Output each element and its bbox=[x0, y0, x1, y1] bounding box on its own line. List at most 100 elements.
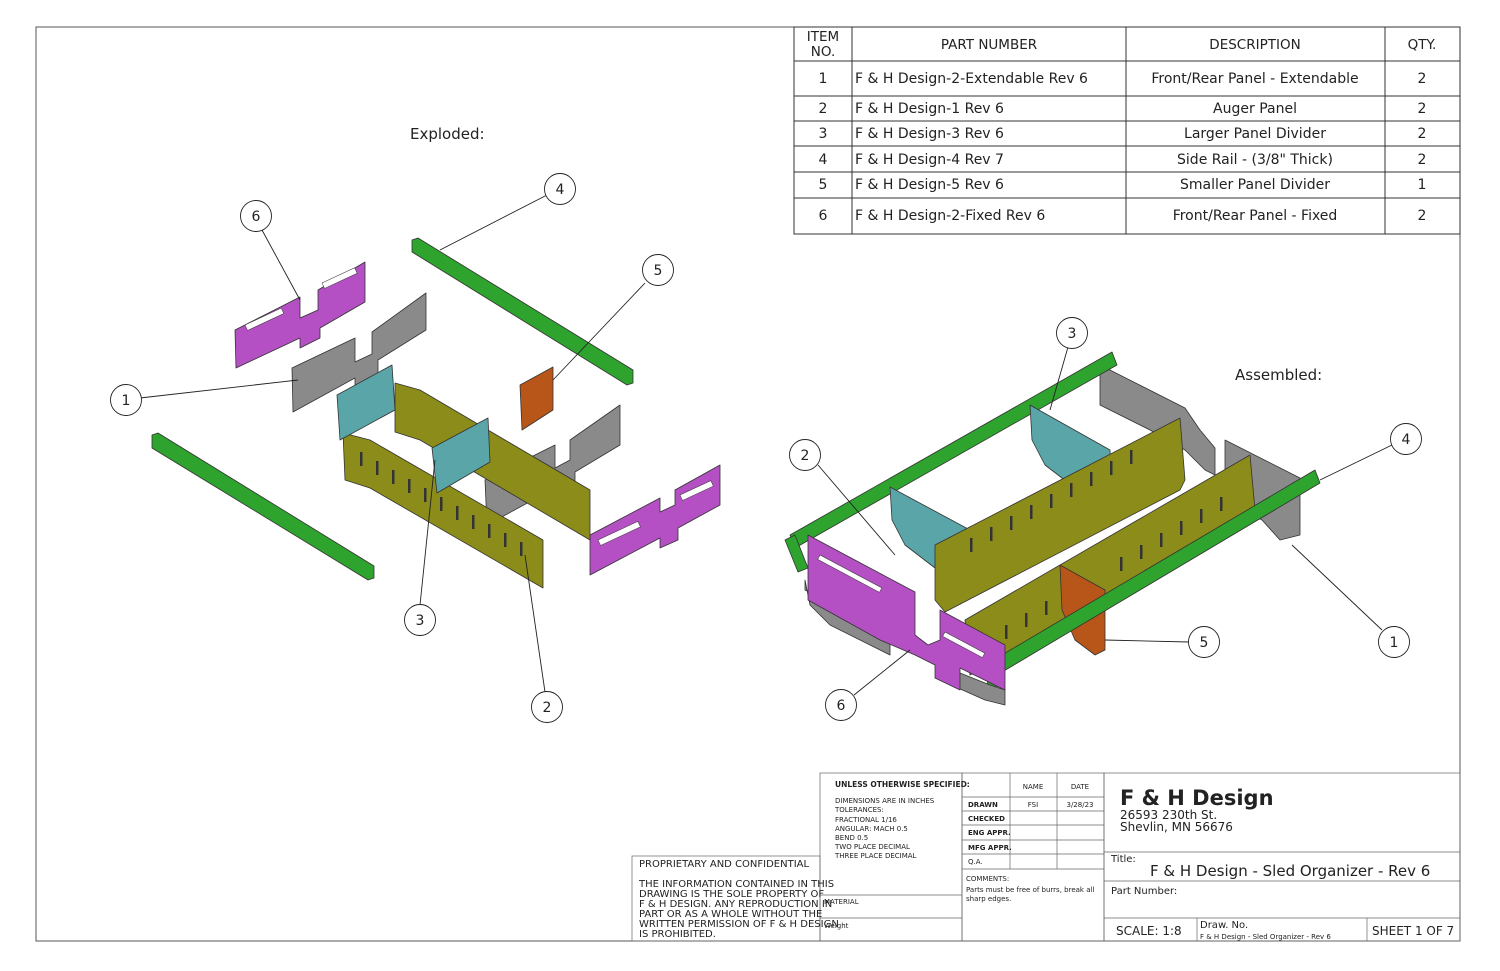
auger-slots bbox=[970, 450, 1223, 639]
part-number-label: Part Number: bbox=[1111, 886, 1177, 897]
proprietary-line: IS PROHIBITED. bbox=[639, 929, 716, 940]
svg-text:Auger Panel: Auger Panel bbox=[1213, 101, 1297, 117]
svg-text:F & H Design-4 Rev 7: F & H Design-4 Rev 7 bbox=[855, 152, 1004, 168]
approval-name: FSI bbox=[1028, 801, 1038, 809]
proprietary-line: F & H DESIGN. ANY REPRODUCTION IN bbox=[639, 899, 832, 910]
fixed-panel-part bbox=[807, 534, 1006, 691]
svg-text:Larger Panel Divider: Larger Panel Divider bbox=[1184, 126, 1326, 142]
svg-text:3: 3 bbox=[819, 126, 828, 142]
bom-row: 4 F & H Design-4 Rev 7 Side Rail - (3/8"… bbox=[819, 152, 1427, 168]
bom-header-qty: QTY. bbox=[1408, 37, 1437, 53]
auger-panel-part bbox=[394, 382, 591, 541]
small-divider-part bbox=[519, 366, 554, 431]
svg-text:4: 4 bbox=[819, 152, 828, 168]
auger-panel-part bbox=[934, 417, 1186, 613]
svg-text:2: 2 bbox=[1418, 71, 1427, 87]
balloons bbox=[110, 173, 1422, 723]
balloon-label: 3 bbox=[1068, 326, 1077, 342]
company-address: 26593 230th St. bbox=[1120, 808, 1217, 822]
bom-header-item-no: NO. bbox=[811, 44, 835, 60]
approval-role: MFG APPR. bbox=[968, 844, 1012, 852]
name-header: NAME bbox=[1023, 783, 1044, 791]
bom-table: ITEM NO. PART NUMBER DESCRIPTION QTY. 1 … bbox=[793, 26, 1461, 235]
assembled-view-label: Assembled: bbox=[1235, 366, 1322, 384]
company-name: F & H Design bbox=[1120, 786, 1274, 810]
proprietary-line: WRITTEN PERMISSION OF F & H DESIGN bbox=[639, 919, 839, 930]
tolerance-line: THREE PLACE DECIMAL bbox=[834, 852, 917, 860]
balloon-label: 2 bbox=[801, 448, 810, 464]
svg-text:2: 2 bbox=[1418, 208, 1427, 224]
approval-date: 3/28/23 bbox=[1067, 801, 1094, 809]
svg-text:Front/Rear Panel - Fixed: Front/Rear Panel - Fixed bbox=[1173, 208, 1338, 224]
bom-header-item: ITEM bbox=[807, 29, 839, 45]
svg-text:Smaller Panel Divider: Smaller Panel Divider bbox=[1180, 177, 1330, 193]
balloon-labels: 6 4 5 1 3 2 3 2 4 5 1 6 bbox=[122, 182, 1411, 716]
svg-text:2: 2 bbox=[1418, 101, 1427, 117]
bom-row: 2 F & H Design-1 Rev 6 Auger Panel 2 bbox=[819, 101, 1427, 117]
balloon-label: 5 bbox=[654, 263, 663, 279]
exploded-view-label: Exploded: bbox=[410, 125, 485, 143]
unless-specified: UNLESS OTHERWISE SPECIFIED: bbox=[835, 780, 970, 789]
svg-text:F & H Design-5 Rev 6: F & H Design-5 Rev 6 bbox=[855, 177, 1004, 193]
drawing-title: F & H Design - Sled Organizer - Rev 6 bbox=[1150, 862, 1430, 880]
svg-text:1: 1 bbox=[1418, 177, 1427, 193]
balloon-label: 6 bbox=[252, 209, 261, 225]
scale-text: SCALE: 1:8 bbox=[1116, 924, 1182, 938]
tolerance-line: ANGULAR: MACH 0.5 bbox=[835, 825, 908, 833]
bom-row: 1 F & H Design-2-Extendable Rev 6 Front/… bbox=[819, 71, 1427, 87]
svg-text:F & H Design-1 Rev 6: F & H Design-1 Rev 6 bbox=[855, 101, 1004, 117]
side-rail-part bbox=[411, 237, 634, 386]
proprietary-line: DRAWING IS THE SOLE PROPERTY OF bbox=[639, 889, 824, 900]
svg-text:2: 2 bbox=[819, 101, 828, 117]
bom-row: 6 F & H Design-2-Fixed Rev 6 Front/Rear … bbox=[819, 208, 1427, 224]
extendable-panel-part bbox=[291, 292, 427, 413]
approval-role: Q.A. bbox=[968, 858, 983, 866]
tolerance-line: FRACTIONAL 1/16 bbox=[835, 816, 897, 824]
weight-label: Weight bbox=[824, 922, 849, 930]
date-header: DATE bbox=[1071, 783, 1089, 791]
tolerance-line: DIMENSIONS ARE IN INCHES bbox=[835, 797, 935, 805]
company-address: Shevlin, MN 56676 bbox=[1120, 820, 1233, 834]
svg-text:Front/Rear Panel - Extendable: Front/Rear Panel - Extendable bbox=[1151, 71, 1358, 87]
svg-text:2: 2 bbox=[1418, 152, 1427, 168]
svg-text:F & H Design-2-Fixed Rev 6: F & H Design-2-Fixed Rev 6 bbox=[855, 208, 1045, 224]
draw-no-label: Draw. No. bbox=[1200, 920, 1248, 931]
title-block: PROPRIETARY AND CONFIDENTIAL THE INFORMA… bbox=[631, 772, 1461, 942]
side-rail-part bbox=[151, 432, 375, 581]
balloon-label: 6 bbox=[837, 698, 846, 714]
svg-text:F & H Design-2-Extendable Rev: F & H Design-2-Extendable Rev 6 bbox=[855, 71, 1088, 87]
title-label: Title: bbox=[1110, 854, 1136, 865]
svg-text:Side Rail - (3/8" Thick): Side Rail - (3/8" Thick) bbox=[1177, 152, 1333, 168]
bom-header-description: DESCRIPTION bbox=[1209, 37, 1300, 53]
proprietary-title: PROPRIETARY AND CONFIDENTIAL bbox=[639, 859, 809, 870]
approval-role: CHECKED bbox=[968, 815, 1005, 823]
balloon-label: 1 bbox=[1390, 635, 1399, 651]
svg-text:5: 5 bbox=[819, 177, 828, 193]
material-label: MATERIAL bbox=[824, 898, 859, 906]
tolerance-line: BEND 0.5 bbox=[835, 834, 868, 842]
fixed-panel-part bbox=[234, 261, 366, 369]
balloon-label: 3 bbox=[416, 613, 425, 629]
fixed-panel-part bbox=[589, 464, 721, 576]
balloon-label: 4 bbox=[556, 182, 565, 198]
auger-slots bbox=[360, 452, 523, 556]
svg-text:6: 6 bbox=[819, 208, 828, 224]
bom-header-part-number: PART NUMBER bbox=[941, 37, 1037, 53]
svg-text:2: 2 bbox=[1418, 126, 1427, 142]
balloon-label: 5 bbox=[1200, 635, 1209, 651]
extendable-panel-part bbox=[1099, 364, 1216, 476]
comments-text: Parts must be free of burrs, break all bbox=[966, 886, 1094, 894]
large-divider-part bbox=[431, 417, 491, 494]
tolerance-line: TWO PLACE DECIMAL bbox=[834, 843, 910, 851]
svg-text:1: 1 bbox=[819, 71, 828, 87]
balloon-label: 2 bbox=[543, 700, 552, 716]
proprietary-line: PART OR AS A WHOLE WITHOUT THE bbox=[639, 909, 822, 920]
exploded-view bbox=[151, 237, 721, 589]
assembled-view bbox=[784, 351, 1321, 706]
draw-no-value: F & H Design - Sled Organizer - Rev 6 bbox=[1200, 933, 1331, 941]
proprietary-line: THE INFORMATION CONTAINED IN THIS bbox=[638, 879, 834, 890]
balloon-label: 4 bbox=[1402, 432, 1411, 448]
bom-row: 5 F & H Design-5 Rev 6 Smaller Panel Div… bbox=[819, 177, 1427, 193]
large-divider-part bbox=[336, 364, 396, 441]
